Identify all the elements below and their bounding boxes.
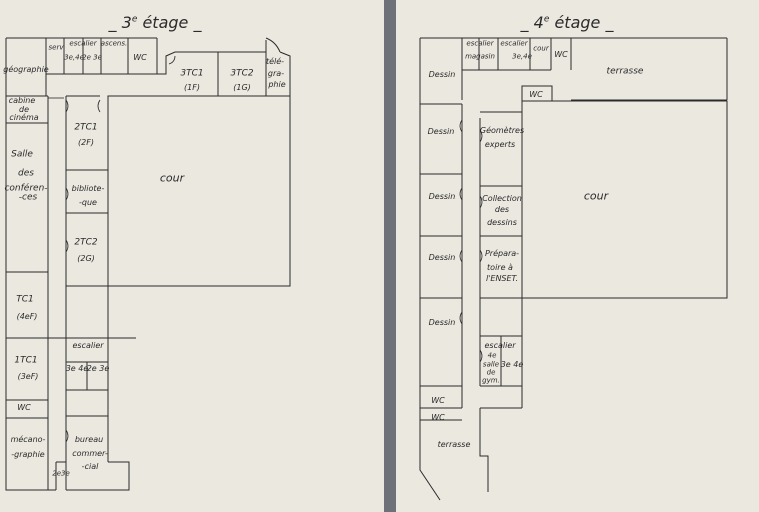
room-3tc2: 3TC2 (230, 68, 254, 79)
room-mecanographie-1: mécano- (10, 435, 46, 444)
room-escalier-magasin-1: escalier (466, 39, 494, 48)
room-2tc1: 2TC1 (74, 122, 98, 133)
fourth-floor-title: _ 4e étage _ (520, 13, 614, 32)
room-salle-1: Salle (11, 149, 33, 160)
room-cabine-3: cinéma (9, 113, 39, 122)
room-telegraphie-2: gra- (267, 69, 285, 78)
room-2tc2: 2TC2 (74, 237, 98, 248)
fourth-floor-plan (419, 37, 728, 501)
room-cour: cour (583, 189, 609, 203)
room-geometres-1: Géomètres (479, 126, 525, 135)
room-dessin-1: Dessin (428, 70, 456, 79)
room-geometres-2: experts (484, 140, 516, 149)
room-cabine-1: cabine (8, 96, 36, 105)
room-collection-3: dessins (487, 218, 517, 227)
room-preparatoire-1: Prépara- (484, 249, 520, 258)
room-salle-3: conféren- (4, 183, 48, 194)
room-collection-1: Collection (482, 194, 522, 203)
room-dessin-3: Dessin (428, 192, 456, 201)
room-wc-mid: WC (529, 90, 543, 99)
stair-3-4: 3e,4e (64, 53, 84, 62)
room-cour: cour (159, 171, 185, 185)
room-wc-low: WC (17, 403, 31, 412)
room-1tc1: 1TC1 (14, 355, 38, 366)
room-wc-b: WC (431, 413, 445, 422)
room-serv: serv (48, 43, 64, 52)
room-wc-top: WC (133, 53, 147, 62)
room-dessin-5: Dessin (428, 318, 456, 327)
room-dessin-4: Dessin (428, 253, 456, 262)
third-floor-title: _ 3e étage _ (108, 13, 202, 32)
room-telegraphie-1: télé- (265, 57, 285, 66)
sheet-fourth-floor: _ 4e étage _ escalier magasin escalier 3… (396, 0, 759, 512)
binding-gutter (384, 0, 396, 512)
room-escalier-low: escalier (72, 341, 104, 350)
room-cabine-2: de (19, 105, 29, 114)
room-bibliotheque-2: -que (79, 198, 97, 207)
room-bureau-3: -cial (81, 462, 99, 471)
stair-3-4-low: 3e 4e (65, 364, 89, 373)
sheet-third-floor: _ 3e étage _ serv escalier 3e,4e 2e 3e a… (0, 0, 384, 512)
stair-2-3: 2e 3e (82, 53, 102, 62)
room-mecanographie-2: -graphie (11, 450, 45, 459)
stair-2-3-low: 2e 3e (86, 364, 110, 373)
room-gym-1: 4e (487, 351, 497, 360)
room-1tc1-sub: (3eF) (17, 372, 39, 381)
room-3tc1: 3TC1 (180, 68, 204, 79)
room-3tc2-sub: (1G) (233, 83, 251, 92)
third-floor-plan (5, 37, 291, 491)
room-escalier: escalier (69, 39, 97, 48)
room-geographie: géographie (3, 65, 49, 74)
room-bureau-2: commer- (72, 449, 108, 458)
room-escalier-2: escalier (500, 39, 528, 48)
room-wc-a: WC (431, 396, 445, 405)
room-preparatoire-2: toire à (487, 263, 513, 272)
room-telegraphie-3: phie (268, 80, 286, 89)
room-terrasse-low: terrasse (437, 440, 471, 449)
room-gym-2: salle (482, 360, 500, 369)
room-escalier-low: escalier (484, 341, 516, 350)
room-3tc1-sub: (1F) (184, 83, 200, 92)
room-2tc2-sub: (2G) (77, 254, 95, 263)
room-salle-4: -ces (18, 192, 38, 203)
room-tc1: TC1 (16, 294, 34, 305)
room-collection-2: des (494, 205, 510, 214)
room-bureau-1: bureau (74, 435, 104, 444)
room-tc1-sub: (4eF) (16, 312, 38, 321)
stair-3-4: 3e,4e (512, 52, 532, 61)
stair-3-4-low: 3e 4e (500, 360, 524, 369)
room-cour-small: cour (533, 44, 549, 53)
stair-small: 2e3e (52, 469, 70, 478)
room-bibliotheque-1: bibliote- (71, 184, 105, 193)
room-gym-3: de (486, 368, 496, 377)
room-terrasse-top: terrasse (606, 66, 644, 77)
room-escalier-magasin-2: magasin (465, 52, 495, 61)
room-salle-2: des (18, 168, 34, 179)
room-preparatoire-3: l'ENSET. (485, 274, 519, 283)
room-dessin-2: Dessin (427, 127, 455, 136)
room-gym-4: gym. (482, 376, 500, 385)
room-2tc1-sub: (2F) (78, 138, 94, 147)
room-ascens: ascens. (100, 39, 128, 48)
room-wc-top: WC (554, 50, 568, 59)
